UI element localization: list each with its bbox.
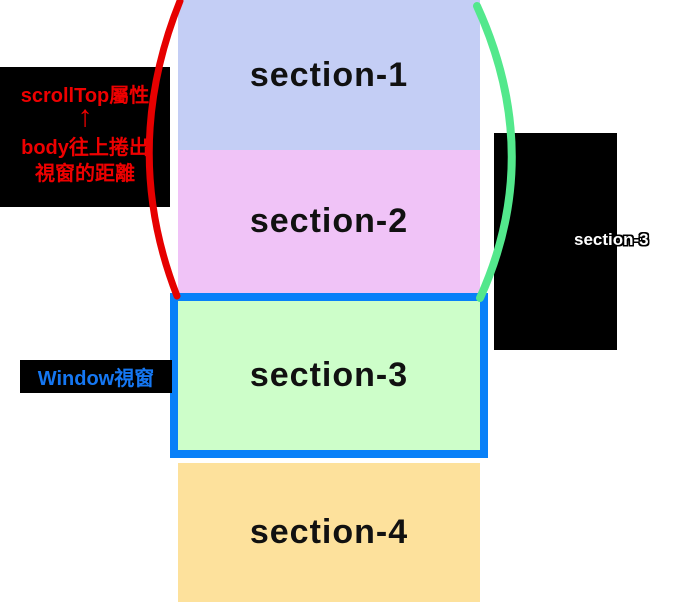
right-label-text: section-3 [574,230,649,249]
up-arrow-icon: ↑ [77,100,93,133]
section-1-block: section-1 [178,0,480,150]
section-2-label: section-2 [249,202,409,240]
section-4-label: section-4 [249,513,409,551]
window-label: Window視窗 [37,368,155,390]
scrolltop-desc-line1: body往上捲出 [21,137,149,159]
section-3-label: section-3 [249,356,409,394]
section-1-label: section-1 [249,55,409,94]
window-label-box: Window視窗 [20,360,172,393]
window-viewport-frame: section-3 [170,293,488,458]
scrolltop-description: body往上捲出 視窗的距離 [0,135,170,187]
scrolltop-title: scrollTop屬性 [20,85,150,107]
scrolltop-label-box: scrollTop屬性 ↑ body往上捲出 視窗的距離 [0,67,170,207]
section-2-block: section-2 [178,150,480,293]
scrolltop-desc-line2: 視窗的距離 [35,163,135,185]
section-4-block: section-4 [178,463,480,602]
